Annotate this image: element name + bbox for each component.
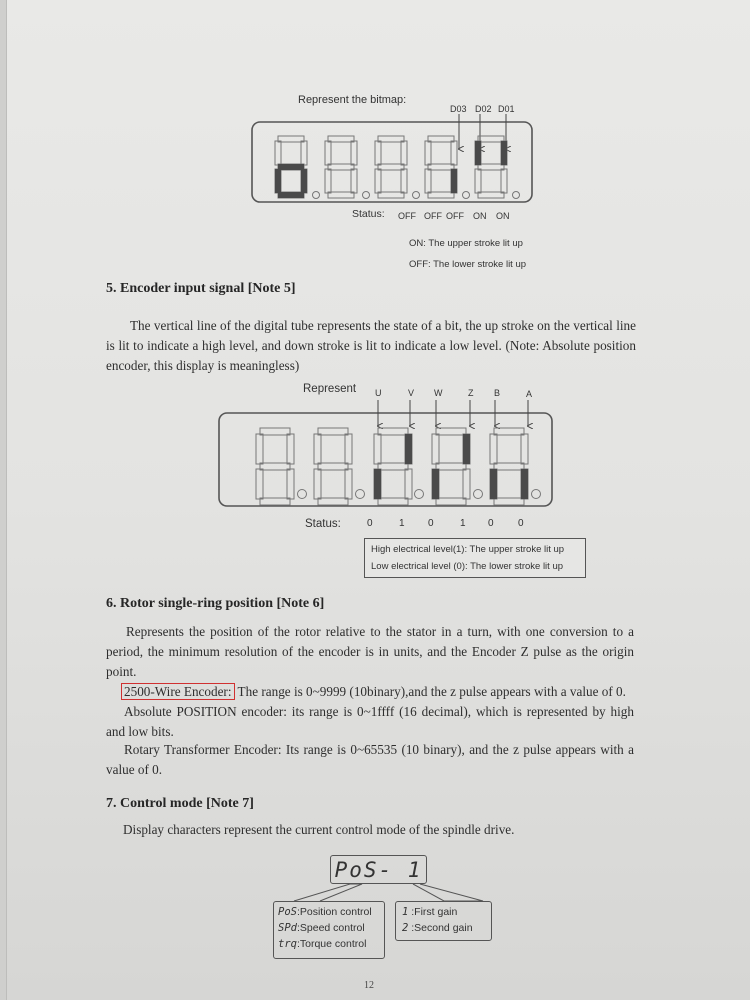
page-edge: [0, 0, 7, 1000]
encoder-display-diagram: [218, 400, 553, 507]
encoder-status-u: 0: [367, 518, 373, 529]
section5-paragraph: The vertical line of the digital tube re…: [106, 318, 636, 373]
mode-position: PoS:Position control: [278, 906, 372, 918]
bitmap-status-2: OFF: [424, 211, 442, 221]
section6-paragraph3: Absolute POSITION encoder: its range is …: [106, 704, 634, 739]
bitmap-status-3: OFF: [446, 211, 464, 221]
encoder-status-w: 0: [428, 518, 434, 529]
bitmap-status-label: Status:: [352, 208, 385, 220]
signal-label-v: V: [408, 388, 415, 398]
bit-label-d01: D01: [498, 104, 515, 114]
signal-label-a: A: [526, 389, 533, 399]
mode-torque: trq:Torque control: [278, 938, 367, 950]
encoder-legend-high: High electrical level(1): The upper stro…: [371, 544, 565, 555]
section6-paragraph1: Represents the position of the rotor rel…: [106, 624, 634, 679]
gain-list: 1 :First gain 2 :Second gain: [395, 901, 492, 941]
encoder-status-label: Status:: [305, 518, 341, 530]
bitmap-legend-on: ON: The upper stroke lit up: [409, 238, 523, 249]
bit-label-d02: D02: [475, 104, 492, 114]
section7-heading: 7. Control mode [Note 7]: [106, 796, 254, 811]
section6-paragraph4: Rotary Transformer Encoder: Its range is…: [106, 742, 634, 777]
section7-paragraph: Display characters represent the current…: [123, 822, 515, 837]
encoder-status-b: 0: [488, 518, 494, 529]
page-number: 12: [364, 980, 374, 991]
mode-speed: SPd:Speed control: [278, 922, 365, 934]
signal-label-b: B: [494, 388, 501, 398]
gain-second: 2 :Second gain: [402, 922, 473, 934]
signal-label-w: W: [434, 388, 443, 398]
section5-heading: 5. Encoder input signal [Note 5]: [106, 281, 296, 296]
encoder-status-v: 1: [399, 518, 405, 529]
control-mode-list: PoS:Position control SPd:Speed control t…: [273, 901, 385, 959]
encoder-status-a: 0: [518, 518, 524, 529]
signal-label-z: Z: [468, 388, 474, 398]
bitmap-display-diagram: [251, 114, 533, 203]
control-mode-value: PoS- 1: [334, 857, 423, 882]
bitmap-status-4: ON: [473, 211, 487, 221]
section6-heading: 6. Rotor single-ring position [Note 6]: [106, 596, 325, 611]
encoder-status-z: 1: [460, 518, 466, 529]
control-mode-display: PoS- 1: [330, 855, 427, 884]
wire-encoder-highlight: 2500-Wire Encoder:: [121, 683, 235, 700]
bitmap-status-1: OFF: [398, 211, 416, 221]
bitmap-legend-off: OFF: The lower stroke lit up: [409, 259, 527, 270]
section6-wire-encoder-line: 2500-Wire Encoder: The range is 0~9999 (…: [121, 682, 641, 702]
wire-encoder-text: The range is 0~9999 (10binary),and the z…: [234, 684, 626, 699]
bitmap-title: Represent the bitmap:: [298, 94, 407, 106]
bit-label-d03: D03: [450, 104, 467, 114]
encoder-legend-box: High electrical level(1): The upper stro…: [364, 538, 586, 578]
encoder-figure-title: Represent: [303, 383, 357, 395]
bitmap-status-5: ON: [496, 211, 510, 221]
signal-label-u: U: [375, 388, 382, 398]
gain-first: 1 :First gain: [402, 906, 458, 918]
encoder-legend-low: Low electrical level (0): The lower stro…: [371, 561, 564, 572]
